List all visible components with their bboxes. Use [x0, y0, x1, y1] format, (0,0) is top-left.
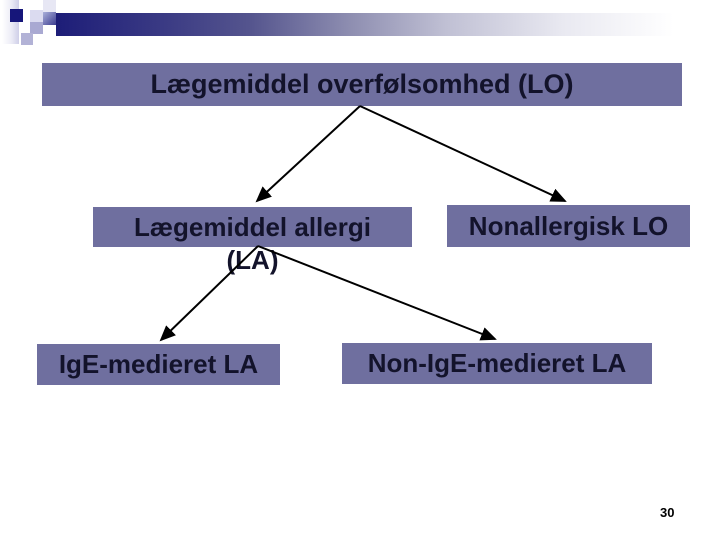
node-root: Lægemiddel overfølsomhed (LO): [42, 63, 682, 106]
node-ige-mediated: IgE-medieret LA: [37, 344, 280, 385]
header-decoration: [0, 0, 720, 50]
node-non-ige-mediated: Non-IgE-medieret LA: [342, 343, 652, 384]
node-allergy-label: Lægemiddel allergi: [134, 211, 371, 242]
decoration-square-light-1: [30, 10, 43, 22]
connector-root-to-nonallergic: [359, 105, 567, 202]
decoration-square-navy: [10, 9, 23, 22]
page-number: 30: [660, 505, 675, 520]
decoration-square-medium-2: [21, 33, 33, 45]
node-root-label: Lægemiddel overfølsomhed (LO): [150, 69, 574, 99]
node-nonallergic: Nonallergisk LO: [447, 205, 690, 247]
connector-root-to-allergy: [255, 105, 361, 203]
header-gradient-bar: [56, 13, 706, 36]
decoration-strip: [2, 0, 19, 44]
node-nonallergic-label: Nonallergisk LO: [468, 210, 669, 241]
decoration-square-blue: [43, 12, 56, 25]
node-ige-mediated-label: IgE-medieret LA: [58, 349, 259, 379]
node-non-ige-mediated-label: Non-IgE-medieret LA: [367, 348, 627, 378]
node-allergy: Lægemiddel allergi: [93, 207, 412, 247]
decoration-square-light-2: [43, 0, 56, 12]
node-allergy-abbreviation: (LA): [226, 245, 279, 275]
decoration-square-medium-1: [30, 22, 43, 34]
